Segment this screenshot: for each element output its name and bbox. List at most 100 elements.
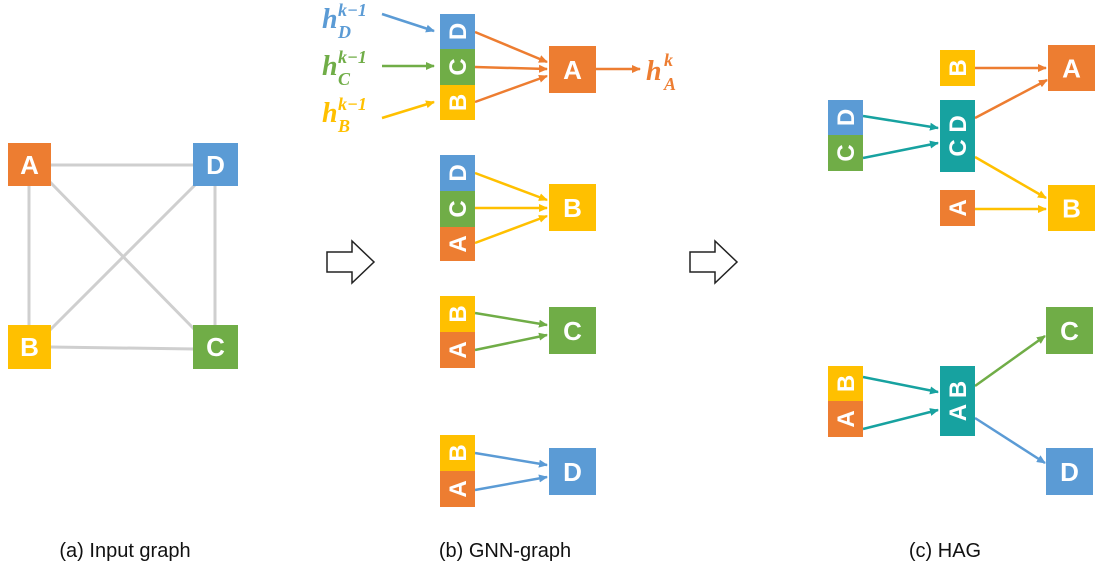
gnn-edge-b-d bbox=[474, 451, 548, 468]
hag-direct-input-b bbox=[940, 50, 975, 86]
hag-direct-label-b: B bbox=[945, 59, 972, 76]
formula-h-b-sup: k−1 bbox=[338, 94, 367, 114]
gnn-input-block-d bbox=[440, 14, 475, 49]
gnn-group-b: D C A B bbox=[440, 155, 596, 261]
formula-h-b: h k−1 B bbox=[322, 94, 367, 136]
node-label-d: D bbox=[206, 150, 225, 180]
gnn-target-label-d: D bbox=[563, 457, 582, 487]
input-node-a: A bbox=[8, 143, 51, 186]
gnn-input-label-b: B bbox=[445, 94, 472, 111]
gnn-input-label-d: D bbox=[445, 164, 472, 181]
edge-b-c bbox=[49, 345, 196, 351]
gnn-group-c: B A C bbox=[440, 296, 596, 368]
hag-input-block-a bbox=[828, 401, 863, 437]
hag-target-node-a bbox=[1048, 45, 1095, 91]
gnn-edge-a-c bbox=[474, 332, 548, 352]
hag-target-label-a: A bbox=[1062, 54, 1081, 84]
gnn-target-label-a: A bbox=[563, 55, 582, 85]
gnn-input-label-a: A bbox=[445, 235, 472, 252]
hag-target-node-d bbox=[1046, 448, 1093, 495]
input-node-c: C bbox=[193, 325, 238, 369]
gnn-input-block-d bbox=[440, 155, 475, 191]
hag-input-block-d bbox=[828, 100, 863, 135]
formula-h-a: h k A bbox=[646, 50, 676, 94]
hag-aggregate-node-ab bbox=[940, 366, 975, 436]
hag-edge-ab-c bbox=[974, 334, 1046, 388]
gnn-edge-c-a bbox=[474, 64, 548, 73]
hag-target-node-c bbox=[1046, 307, 1093, 354]
formula-h-c-sub: C bbox=[338, 69, 351, 89]
formula-h-c: h k−1 C bbox=[322, 47, 367, 89]
hag-edge-b-ab bbox=[862, 375, 939, 395]
gnn-edge-b-c bbox=[474, 311, 548, 328]
formula-h-d-sub: D bbox=[337, 22, 351, 42]
input-node-b: B bbox=[8, 325, 51, 369]
transition-arrow-icon bbox=[689, 239, 739, 285]
hag-panel: B D C C D A A B B A A B C D (c) HAG bbox=[828, 45, 1095, 562]
gnn-group-d: B A D bbox=[440, 435, 596, 507]
hag-edge-cd-b bbox=[974, 155, 1047, 200]
formula-arrow-b bbox=[381, 100, 435, 120]
input-node-d: D bbox=[193, 143, 238, 186]
gnn-edge-d-b bbox=[474, 171, 548, 202]
formula-h-a-sup: k bbox=[664, 50, 673, 70]
hag-input-label-c: C bbox=[833, 144, 860, 161]
hag-edge-ab-d bbox=[974, 416, 1046, 465]
gnn-edge-b-a bbox=[474, 74, 548, 104]
hag-aggregate-node-cd bbox=[940, 100, 975, 172]
formula-h-a-base: h bbox=[646, 56, 662, 87]
gnn-edge-a-d bbox=[474, 474, 548, 492]
gnn-edge-d-a bbox=[474, 30, 548, 64]
formula-h-c-sup: k−1 bbox=[338, 47, 367, 67]
formula-h-a-sub: A bbox=[663, 74, 676, 94]
hag-aggregate-label-cd: C D bbox=[945, 115, 972, 156]
gnn-target-node-c bbox=[549, 307, 596, 354]
gnn-input-label-d: D bbox=[445, 23, 472, 40]
hag-edge-cd-a bbox=[974, 78, 1048, 120]
gnn-input-block-b bbox=[440, 435, 475, 471]
gnn-input-label-a: A bbox=[445, 341, 472, 358]
hag-input-label-b: B bbox=[833, 375, 860, 392]
gnn-target-label-c: C bbox=[563, 316, 582, 346]
node-label-a: A bbox=[20, 150, 39, 180]
formula-h-d-base: h bbox=[322, 4, 338, 35]
gnn-graph-panel: h k−1 D h k−1 C h k−1 B h k A bbox=[322, 0, 676, 562]
gnn-input-block-c bbox=[440, 191, 475, 227]
transition-arrow-icon bbox=[326, 239, 376, 285]
formula-h-c-base: h bbox=[322, 51, 338, 82]
hag-direct-label-a: A bbox=[945, 199, 972, 216]
formula-arrow-d bbox=[381, 12, 435, 33]
gnn-input-label-c: C bbox=[445, 58, 472, 75]
gnn-input-block-b bbox=[440, 85, 475, 120]
hag-input-block-c bbox=[828, 135, 863, 171]
input-graph-panel: A D B C (a) Input graph bbox=[8, 143, 238, 562]
gnn-group-a: D C B A bbox=[440, 14, 641, 120]
gnn-input-block-b bbox=[440, 296, 475, 332]
caption-hag: (c) HAG bbox=[909, 540, 981, 562]
hag-target-label-c: C bbox=[1060, 316, 1079, 346]
formula-h-d: h k−1 D bbox=[322, 0, 367, 42]
gnn-edge-a-b bbox=[474, 214, 548, 245]
node-label-c: C bbox=[206, 332, 225, 362]
gnn-target-node-a bbox=[549, 46, 596, 93]
hag-target-label-b: B bbox=[1062, 194, 1081, 224]
gnn-input-block-a bbox=[440, 471, 475, 507]
gnn-target-node-d bbox=[549, 448, 596, 495]
gnn-input-label-b: B bbox=[445, 305, 472, 322]
hag-target-node-b bbox=[1048, 185, 1095, 231]
hag-input-label-a: A bbox=[833, 410, 860, 427]
gnn-input-label-a: A bbox=[445, 480, 472, 497]
gnn-target-node-b bbox=[549, 184, 596, 231]
hag-edge-d-cd bbox=[862, 114, 939, 131]
caption-input-graph: (a) Input graph bbox=[59, 540, 190, 562]
formula-h-b-sub: B bbox=[337, 116, 350, 136]
edge-d-b bbox=[48, 180, 200, 332]
input-graph-edges bbox=[27, 163, 217, 351]
gnn-target-label-b: B bbox=[563, 193, 582, 223]
hag-edge-a-ab bbox=[862, 408, 939, 431]
caption-gnn-graph: (b) GNN-graph bbox=[439, 540, 571, 562]
hag-input-label-d: D bbox=[833, 109, 860, 126]
hag-aggregate-label-ab: A B bbox=[945, 381, 972, 421]
gnn-input-block-a bbox=[440, 332, 475, 368]
